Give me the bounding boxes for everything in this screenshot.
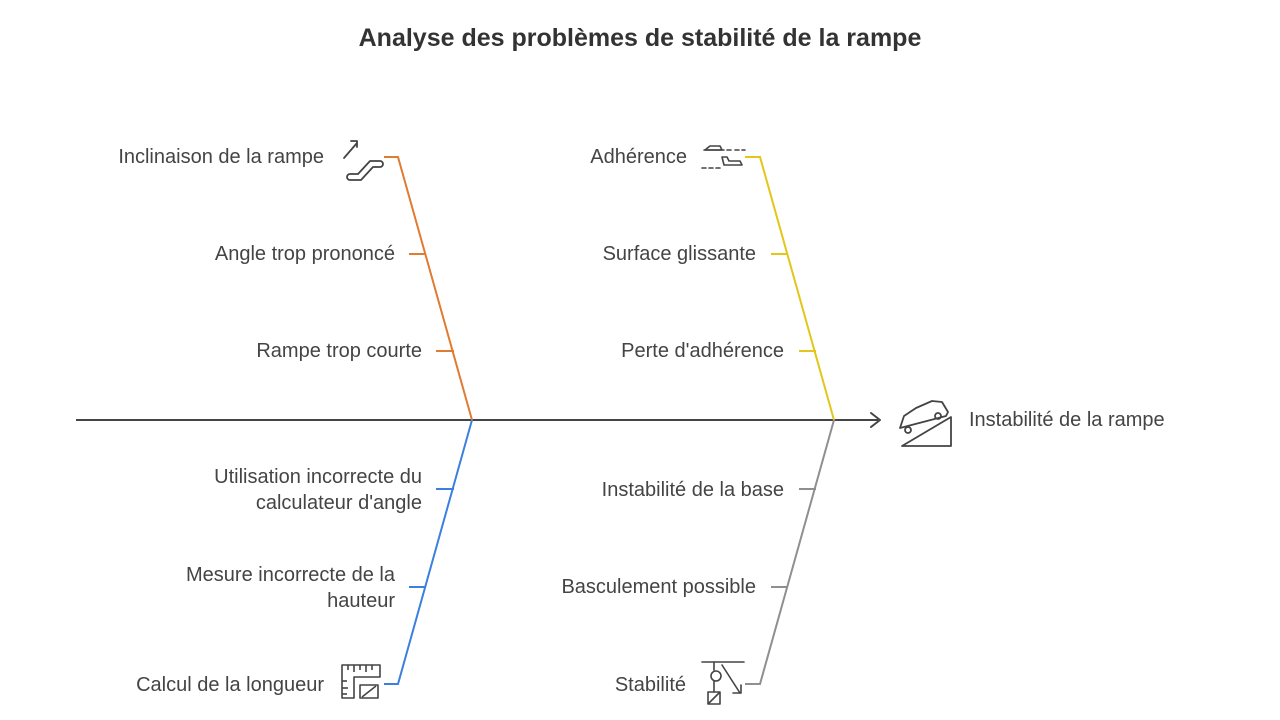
cause-label: Basculement possible [561, 576, 756, 598]
cause-label: Mesure incorrecte de la hauteur [186, 564, 395, 612]
category-label-inclinaison: Inclinaison de la rampe [118, 146, 324, 168]
cause-label: Angle trop prononcé [214, 243, 395, 265]
cause-label: Instabilité de la base [601, 479, 784, 501]
ruler-icon [341, 664, 381, 699]
bone-stabilite [745, 419, 835, 685]
spine-arrowhead [870, 412, 881, 428]
bone-stabilite-line [745, 419, 835, 685]
cause-label: Perte d'adhérence [621, 340, 784, 362]
category-label-adherence: Adhérence [590, 146, 687, 168]
escalator-icon [343, 140, 384, 181]
category-label-stabilite: Stabilité [614, 674, 686, 696]
bone-inclinaison [384, 156, 473, 421]
cause-label: Rampe trop courte [256, 340, 422, 362]
pendulum-weight-icon [701, 661, 745, 705]
cause-label: Utilisation incorrecte du calculateur d'… [214, 466, 422, 514]
cause-label: Surface glissante [602, 243, 756, 265]
bone-inclinaison-line [384, 156, 473, 421]
bone-adherence [745, 156, 835, 421]
car-on-ramp-icon [899, 400, 952, 447]
bone-adherence-line [745, 156, 835, 421]
skidding-cars-icon [701, 145, 746, 169]
bone-calcul [384, 419, 473, 685]
category-label-calcul: Calcul de la longueur [136, 674, 324, 696]
diagram-title: Analyse des problèmes de stabilité de la… [358, 24, 922, 52]
bone-calcul-line [384, 419, 473, 685]
effect-label: Instabilité de la rampe [969, 409, 1165, 431]
